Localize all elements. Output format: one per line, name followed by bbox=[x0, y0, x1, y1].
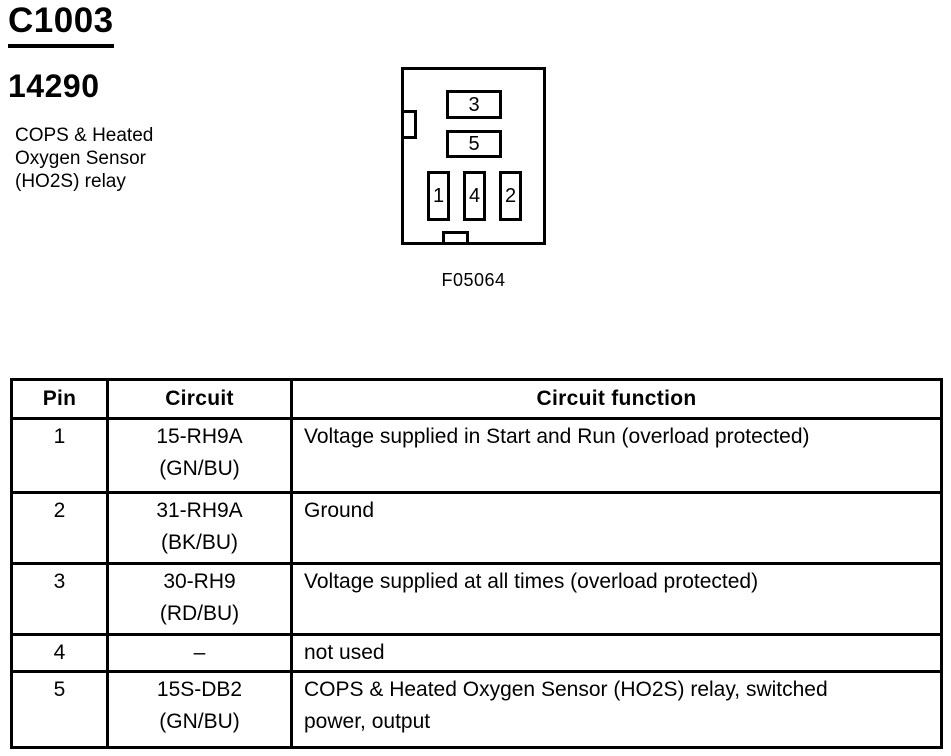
pinout-table: Pin Circuit Circuit function 1 15-RH9A (… bbox=[10, 378, 943, 749]
circuit-cell: 31-RH9A (BK/BU) bbox=[106, 491, 293, 565]
circuit-cell: 30-RH9 (RD/BU) bbox=[106, 562, 293, 636]
table-row: 4 – not used bbox=[10, 633, 943, 673]
pin-cell: 1 bbox=[10, 417, 109, 494]
connector-bottom-tab bbox=[442, 231, 469, 242]
function-cell: Voltage supplied in Start and Run (overl… bbox=[290, 417, 943, 494]
table-row: 3 30-RH9 (RD/BU) Voltage supplied at all… bbox=[10, 562, 943, 636]
col-header-pin: Pin bbox=[10, 378, 109, 420]
description-line: COPS & Heated bbox=[15, 125, 154, 146]
circuit-cell: 15S-DB2 (GN/BU) bbox=[106, 670, 293, 749]
connector-cavity-5: 5 bbox=[446, 130, 502, 158]
function-cell: not used bbox=[290, 633, 943, 673]
function-cell: COPS & Heated Oxygen Sensor (HO2S) relay… bbox=[290, 670, 943, 749]
connector-cavity-1: 1 bbox=[427, 171, 450, 221]
pin-cell: 3 bbox=[10, 562, 109, 636]
table-row: 5 15S-DB2 (GN/BU) COPS & Heated Oxygen S… bbox=[10, 670, 943, 749]
table-row: 2 31-RH9A (BK/BU) Ground bbox=[10, 491, 943, 565]
pin-cell: 4 bbox=[10, 633, 109, 673]
col-header-circuit-function: Circuit function bbox=[290, 378, 943, 420]
table-header-row: Pin Circuit Circuit function bbox=[10, 378, 943, 420]
pin-cell: 2 bbox=[10, 491, 109, 565]
function-cell: Ground bbox=[290, 491, 943, 565]
connector-cavity-4: 4 bbox=[463, 171, 486, 221]
pin-cell: 5 bbox=[10, 670, 109, 749]
description-line: Oxygen Sensor bbox=[15, 148, 146, 169]
connector-diagram: 3 5 1 4 2 bbox=[401, 67, 546, 245]
connector-id-heading: C1003 bbox=[8, 3, 114, 48]
circuit-cell: 15-RH9A (GN/BU) bbox=[106, 417, 293, 494]
connector-left-tab bbox=[404, 110, 417, 139]
part-number: 14290 bbox=[8, 68, 100, 104]
col-header-circuit: Circuit bbox=[106, 378, 293, 420]
figure-label: F05064 bbox=[441, 270, 506, 290]
connector-description: COPS & Heated Oxygen Sensor (HO2S) relay bbox=[15, 124, 153, 193]
connector-cavity-2: 2 bbox=[499, 171, 522, 221]
circuit-cell: – bbox=[106, 633, 293, 673]
connector-cavity-3: 3 bbox=[446, 90, 502, 119]
description-line: (HO2S) relay bbox=[15, 171, 126, 192]
table-row: 1 15-RH9A (GN/BU) Voltage supplied in St… bbox=[10, 417, 943, 494]
function-cell: Voltage supplied at all times (overload … bbox=[290, 562, 943, 636]
